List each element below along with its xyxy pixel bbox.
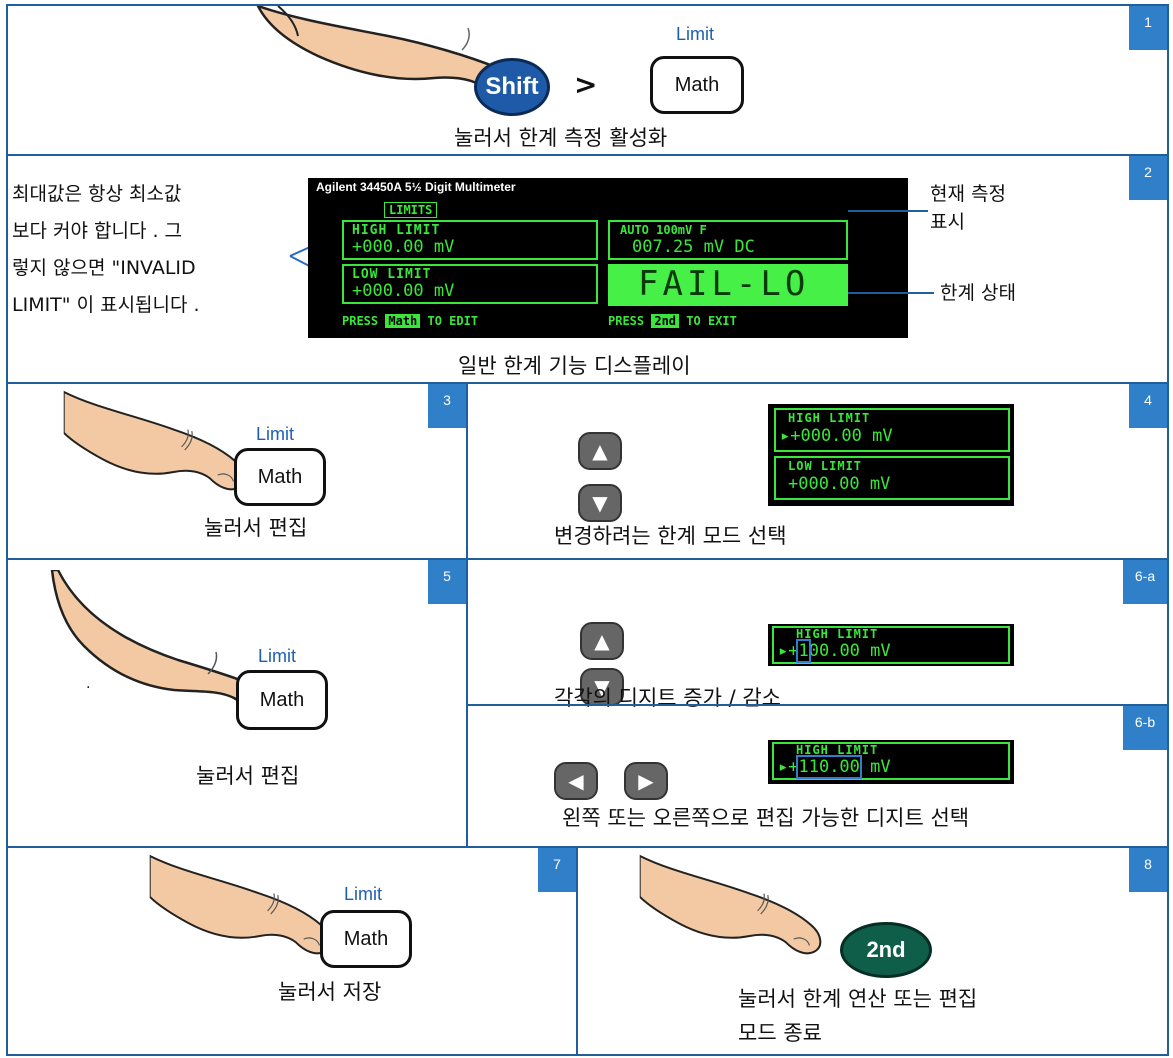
shift-key-label: Shift (485, 73, 539, 100)
math-key-label: Math (259, 688, 305, 711)
step-badge: 4 (1129, 384, 1167, 428)
measurement-reading: 007.25 mV DC (632, 237, 755, 257)
step-6b-caption: 왼쪽 또는 오른쪽으로 편집 가능한 디지트 선택 (562, 806, 970, 830)
high-limit-label: HIGH LIMIT (796, 627, 879, 641)
step-4-caption: 변경하려는 한계 모드 선택 (554, 524, 787, 548)
then-arrow: > (574, 68, 598, 101)
math-key[interactable]: Math (234, 448, 326, 506)
limits-tag: LIMITS (384, 202, 438, 218)
high-limit-label: HIGH LIMIT (796, 743, 879, 757)
mini-limit-display-6b: HIGH LIMIT ▸+110.00 mV (768, 740, 1014, 784)
selected-digits: 110.00 (796, 755, 862, 779)
second-key-label: 2nd (866, 937, 906, 962)
step-8-caption: 눌러서 한계 연산 또는 편집 모드 종료 (738, 987, 978, 1045)
low-limit-box: LOW LIMIT +000.00 mV (774, 456, 1010, 500)
limit-order-note: 최대값은 항상 최소값 보다 커야 합니다 . 그 렇지 않으면 "INVALI… (12, 183, 200, 316)
step-5-caption: 눌러서 편집 (196, 764, 300, 788)
limit-label: Limit (256, 424, 295, 444)
step-badge: 5 (428, 560, 466, 604)
low-limit-box: LOW LIMIT +000.00 mV (342, 264, 598, 304)
step-badge: 1 (1129, 6, 1167, 50)
limit-label: Limit (258, 646, 297, 666)
step-badge: 6-b (1123, 706, 1167, 750)
high-limit-value: ▸+110.00 mV (778, 755, 891, 779)
high-limit-label: HIGH LIMIT (352, 223, 441, 238)
callout-status: 한계 상태 (940, 282, 1016, 304)
math-key-label: Math (257, 465, 303, 488)
step-2-panel: 2 최대값은 항상 최소값 보다 커야 합니다 . 그 렇지 않으면 "INVA… (6, 154, 1169, 384)
limit-status-box: FAIL-LO (608, 264, 848, 306)
high-limit-box: HIGH LIMIT ▸+000.00 mV (774, 408, 1010, 452)
high-limit-box: HIGH LIMIT ▸+100.00 mV (772, 626, 1010, 664)
step-badge: 6-a (1123, 560, 1167, 604)
step-badge: 7 (538, 848, 576, 892)
high-limit-label: HIGH LIMIT (788, 411, 871, 425)
low-limit-label: LOW LIMIT (788, 459, 863, 473)
high-limit-value: ▸+100.00 mV (778, 639, 891, 663)
step-7-caption: 눌러서 저장 (278, 980, 382, 1004)
low-limit-label: LOW LIMIT (352, 267, 432, 282)
step-2-caption: 일반 한계 기능 디스플레이 (458, 354, 691, 378)
callout-line-status (848, 292, 934, 294)
step-badge: 8 (1129, 848, 1167, 892)
limit-label: Limit (344, 884, 383, 904)
up-arrow-icon: ▲ (594, 629, 610, 653)
right-arrow-key[interactable]: ▶ (624, 762, 668, 800)
step-4-panel: 4 ▲ ▼ HIGH LIMIT ▸+000.00 mV LOW LIMIT +… (466, 382, 1169, 560)
step-6a-caption: 각각의 디지트 증가 / 감소 (554, 686, 781, 710)
down-arrow-key[interactable]: ▼ (578, 484, 622, 522)
down-arrow-icon: ▼ (594, 675, 610, 699)
left-arrow-key[interactable]: ◀ (554, 762, 598, 800)
high-limit-box: HIGH LIMIT ▸+110.00 mV (772, 742, 1010, 780)
step-7-panel: 7 Limit Math 눌러서 저장 (6, 846, 578, 1056)
multimeter-display: Agilent 34450A 5½ Digit Multimeter LIMIT… (308, 178, 908, 338)
math-key[interactable]: Math (320, 910, 412, 968)
selected-digit: 1 (796, 639, 811, 663)
right-arrow-icon: ▶ (638, 769, 654, 793)
step-3-caption: 눌러서 편집 (204, 516, 308, 540)
press-math-hint: PRESS Math TO EDIT (342, 314, 479, 328)
measurement-box: AUTO 100mV F 007.25 mV DC (608, 220, 848, 260)
up-arrow-key[interactable]: ▲ (578, 432, 622, 470)
left-arrow-icon: ◀ (568, 769, 584, 793)
step-5-panel: 5 . Limit Math 눌러서 편집 (6, 558, 468, 848)
mini-limit-display: HIGH LIMIT ▸+000.00 mV LOW LIMIT +000.00… (768, 404, 1014, 506)
low-limit-value: +000.00 mV (352, 281, 455, 301)
down-arrow-key[interactable]: ▼ (580, 668, 624, 706)
math-key-label: Math (674, 73, 720, 96)
up-arrow-key[interactable]: ▲ (580, 622, 624, 660)
limit-label: Limit (676, 24, 715, 44)
callout-line-measure (848, 210, 928, 212)
stray-dot: . (86, 676, 91, 692)
step-6-divider (468, 704, 1169, 706)
down-arrow-icon: ▼ (592, 491, 608, 515)
up-arrow-icon: ▲ (592, 439, 608, 463)
second-key[interactable]: 2nd (840, 922, 932, 978)
callout-measure: 현재 측정 표시 (930, 183, 1006, 233)
range-indicator: AUTO 100mV F (620, 223, 707, 237)
mini-limit-display-6a: HIGH LIMIT ▸+100.00 mV (768, 624, 1014, 666)
math-key[interactable]: Math (650, 56, 744, 114)
low-limit-value: +000.00 mV (788, 474, 891, 494)
shift-key[interactable]: Shift (474, 58, 550, 116)
pointing-finger-icon (614, 848, 854, 958)
step-1-caption: 눌러서 한계 측정 활성화 (454, 126, 668, 150)
display-header: Agilent 34450A 5½ Digit Multimeter (316, 180, 516, 194)
high-limit-value: +000.00 mV (352, 237, 455, 257)
step-3-panel: 3 Limit Math 눌러서 편집 (6, 382, 468, 560)
math-key-label: Math (343, 927, 389, 950)
math-key[interactable]: Math (236, 670, 328, 730)
step-1-panel: 1 Shift > Limit Math 눌러서 한계 측정 활성화 (6, 4, 1169, 156)
step-8-panel: 8 2nd 눌러서 한계 연산 또는 편집 모드 종료 (576, 846, 1169, 1056)
high-limit-box: HIGH LIMIT +000.00 mV (342, 220, 598, 260)
limit-status-text: FAIL-LO (638, 264, 810, 304)
high-limit-value: ▸+000.00 mV (780, 426, 893, 446)
step-6-panel: 6-a ▲ ▼ HIGH LIMIT ▸+100.00 mV 각각의 디지트 증… (466, 558, 1169, 848)
step-badge: 2 (1129, 156, 1167, 200)
press-2nd-hint: PRESS 2nd TO EXIT (608, 314, 737, 328)
step-badge: 3 (428, 384, 466, 428)
